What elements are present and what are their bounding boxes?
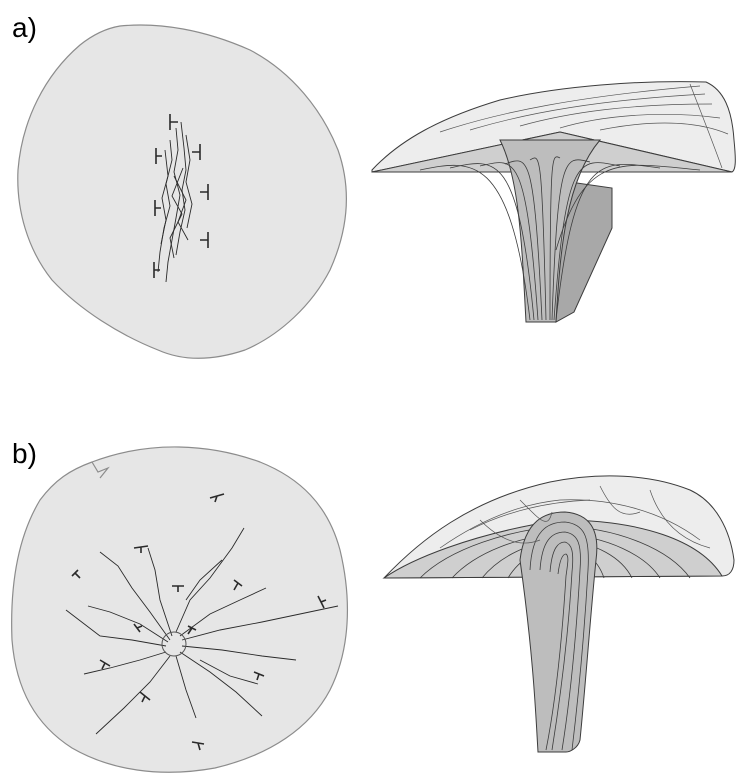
map-view-a	[18, 25, 347, 358]
mushroom-3d-a	[372, 82, 735, 322]
map-outline-b	[12, 447, 348, 772]
stem-b	[520, 512, 597, 752]
map-view-b	[12, 447, 348, 772]
mushroom-3d-b	[384, 476, 734, 752]
